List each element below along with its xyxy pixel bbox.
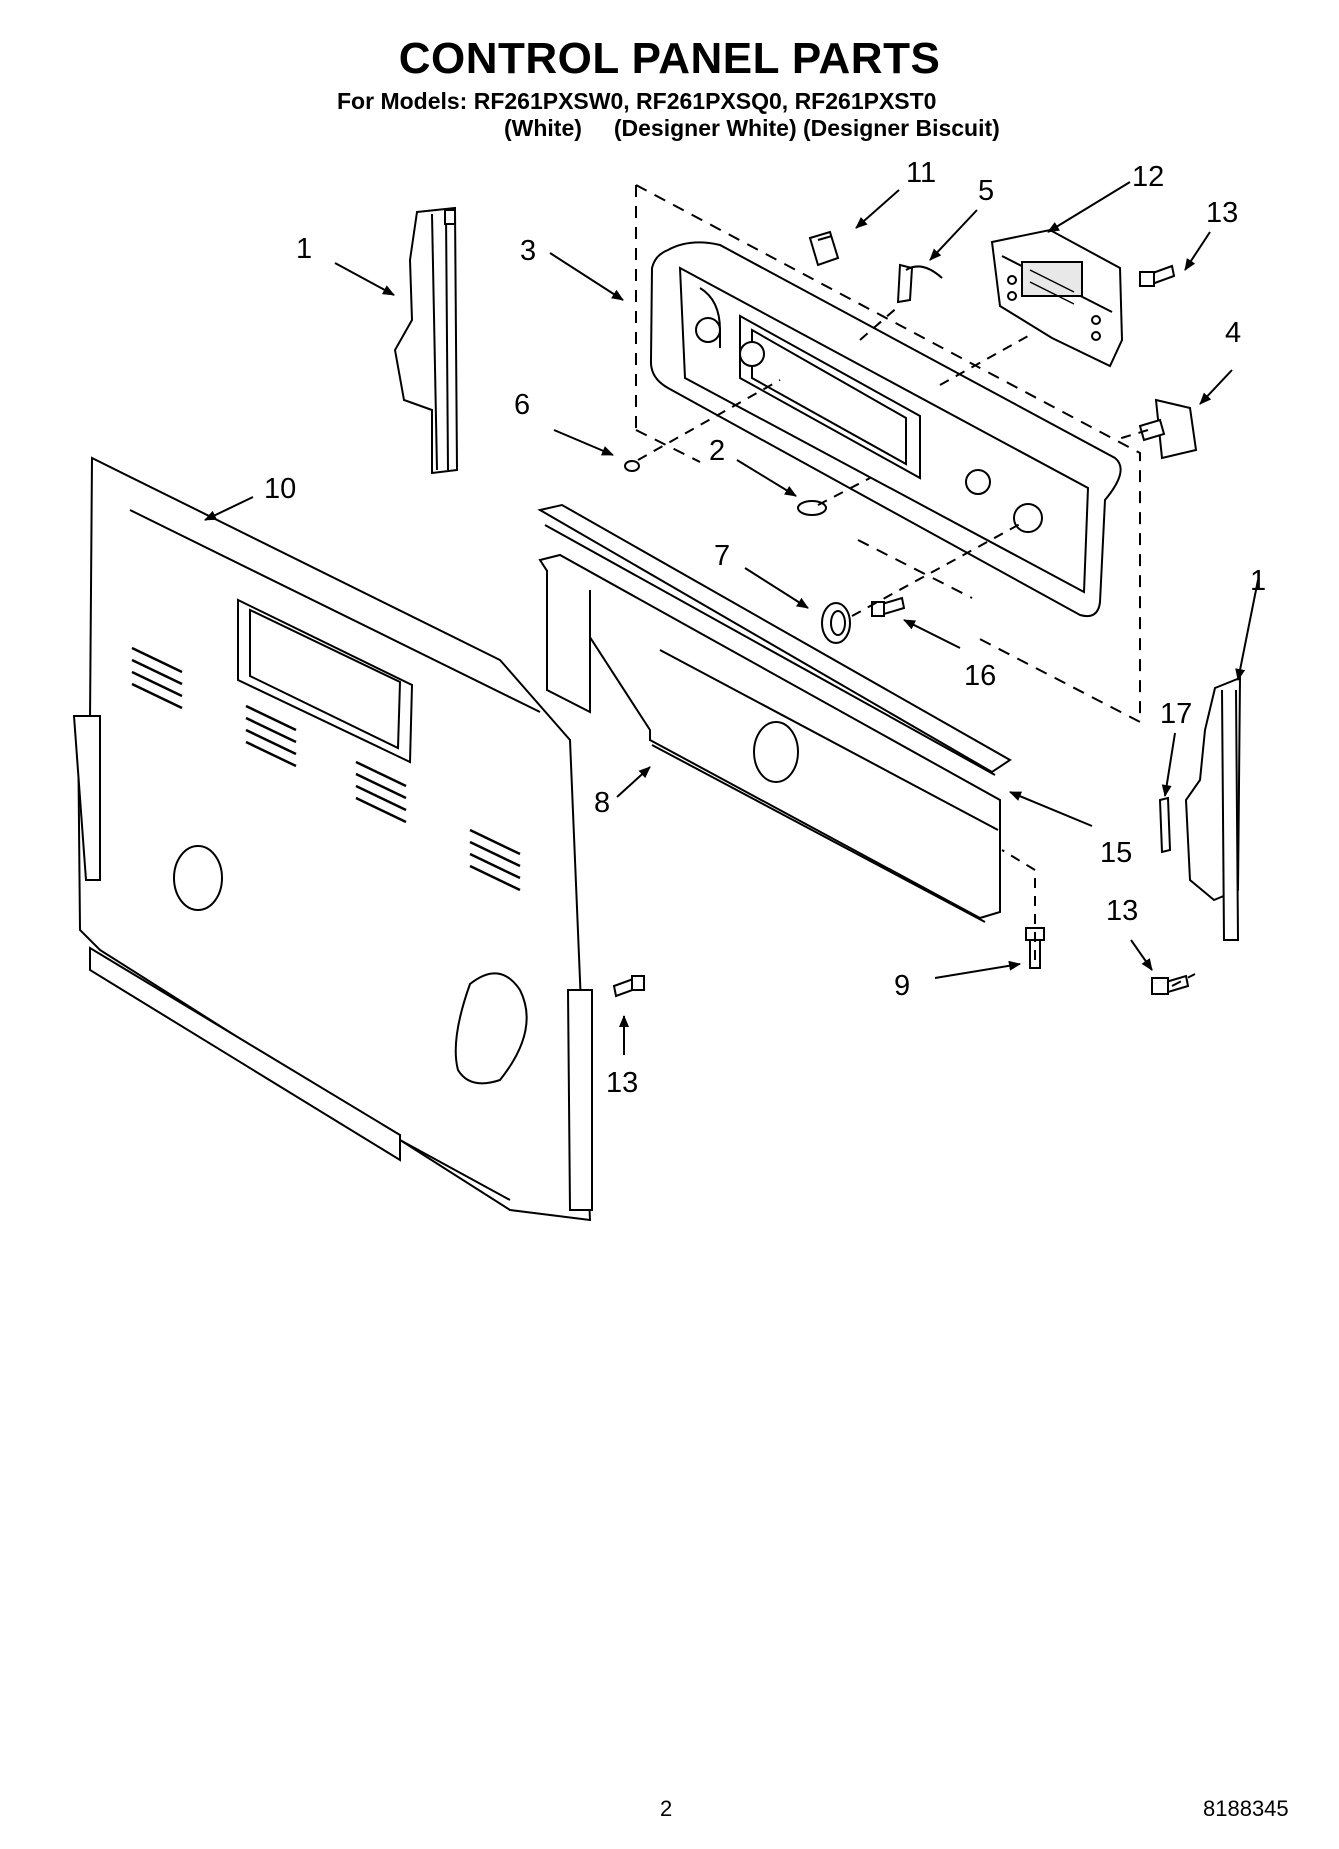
callout-6: 6 [514,389,530,421]
callout-17: 17 [1160,698,1192,730]
callout-13-bottom: 13 [606,1067,638,1099]
rear-panel-part [538,553,1001,923]
page-number: 2 [660,1796,673,1821]
callout-3: 3 [520,235,536,267]
models-line: For Models: RF261PXSW0, RF261PXSQ0, RF26… [337,88,937,114]
callout-7: 7 [714,540,730,572]
callout-5: 5 [978,175,994,207]
callout-9: 9 [894,970,910,1002]
variants-line: (White) (Designer White) (Designer Biscu… [504,115,1000,141]
callout-13-right: 13 [1106,895,1138,927]
control-panel-part [649,241,1122,618]
screw-top-part [1139,264,1176,287]
screw-bottom-part [612,975,645,998]
callout-1-left: 1 [296,233,312,265]
callout-8: 8 [594,787,610,819]
callout-16: 16 [964,660,996,692]
screw-right-part [1151,974,1190,995]
callout-12: 12 [1132,161,1164,193]
callout-13-top: 13 [1206,197,1238,229]
leader-lines [204,181,1259,1055]
side-trim-left-part [393,206,459,475]
callout-11: 11 [906,157,936,189]
clip-part [1158,796,1172,854]
screw-16-part [871,596,906,617]
callout-4: 4 [1225,317,1241,349]
callout-10: 10 [264,473,296,505]
callout-15: 15 [1100,837,1132,869]
callout-1-right: 1 [1250,565,1266,597]
electronic-control-part [990,228,1124,368]
side-trim-right-part [1184,676,1242,941]
page-title: CONTROL PANEL PARTS [398,34,941,83]
back-guard-part [72,456,593,1222]
assembly-dashed-outline [635,184,1141,724]
knob-part [821,602,851,644]
wire-harness-part [896,263,943,304]
plug-part [624,460,640,472]
switch-part [1138,398,1198,460]
callout-2: 2 [709,435,725,467]
mounting-rail-part [537,503,1012,776]
dashed-connections [637,304,1196,987]
document-code: 8188345 [1203,1796,1289,1821]
lens-part [808,230,840,267]
